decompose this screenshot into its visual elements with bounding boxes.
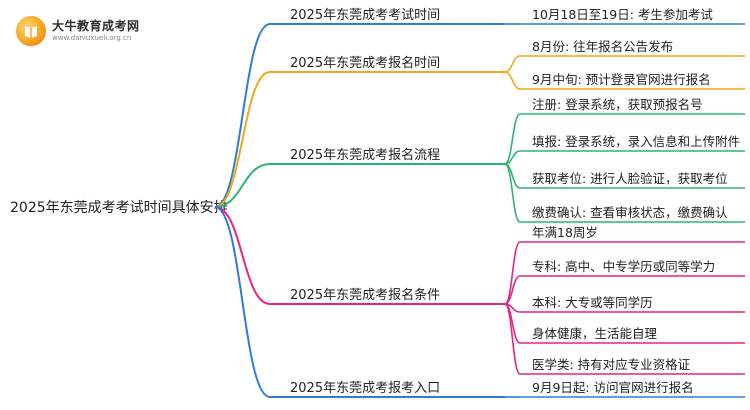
leaf-node[interactable]: 9月中旬: 预计登录官网进行报名: [532, 72, 711, 87]
book-icon: [16, 16, 46, 46]
leaf-connector: [504, 113, 521, 165]
site-logo[interactable]: 大牛教育成考网 www.daniuxueli.org.cn: [16, 14, 246, 50]
logo-url: www.daniuxueli.org.cn: [52, 34, 132, 42]
leaf-node[interactable]: 本科: 大专或等同学历: [532, 295, 653, 310]
leaf-node[interactable]: 9月9日起: 访问官网进行报名: [532, 380, 694, 395]
leaf-node[interactable]: 专科: 高中、中专学历或同等学力: [532, 259, 715, 274]
logo-title: 大牛教育成考网: [52, 19, 140, 33]
leaf-connector: [504, 71, 521, 90]
branch-node[interactable]: 2025年东莞成考考试时间: [290, 8, 440, 23]
leaf-node[interactable]: 身体健康，生活能自理: [532, 326, 658, 341]
leaf-connector: [504, 241, 521, 305]
root-node[interactable]: 2025年东莞成考考试时间具体安排: [10, 200, 228, 216]
leaf-connector: [504, 303, 521, 375]
branch-connector: [214, 206, 271, 398]
leaf-node[interactable]: 年满18周岁: [532, 225, 598, 240]
branch-node[interactable]: 2025年东莞成考报名时间: [290, 55, 440, 71]
leaf-connector: [504, 55, 521, 73]
branch-connector: [214, 23, 271, 208]
leaf-connector: [504, 163, 521, 223]
leaf-node[interactable]: 注册: 登录系统，获取预报名号: [532, 97, 703, 112]
branch-node[interactable]: 2025年东莞成考报考入口: [290, 381, 440, 396]
branch-node[interactable]: 2025年东莞成考报名流程: [290, 147, 440, 163]
branch-connector: [214, 71, 271, 208]
branch-node[interactable]: 2025年东莞成考报名条件: [290, 287, 440, 303]
leaf-node[interactable]: 缴费确认: 查看审核状态，缴费确认: [532, 205, 728, 220]
leaf-node[interactable]: 填报: 登录系统，录入信息和上传附件: [532, 134, 740, 149]
leaf-node[interactable]: 8月份: 往年报名公告发布: [532, 39, 673, 54]
leaf-node[interactable]: 获取考位: 进行人脸验证，获取考位: [532, 171, 728, 186]
leaf-connector: [504, 275, 521, 305]
leaf-node[interactable]: 医学类: 持有对应专业资格证: [532, 357, 691, 372]
leaf-node[interactable]: 10月18日至19日: 考生参加考试: [532, 7, 713, 22]
branch-connector: [214, 206, 271, 305]
branch-connector: [214, 163, 271, 208]
